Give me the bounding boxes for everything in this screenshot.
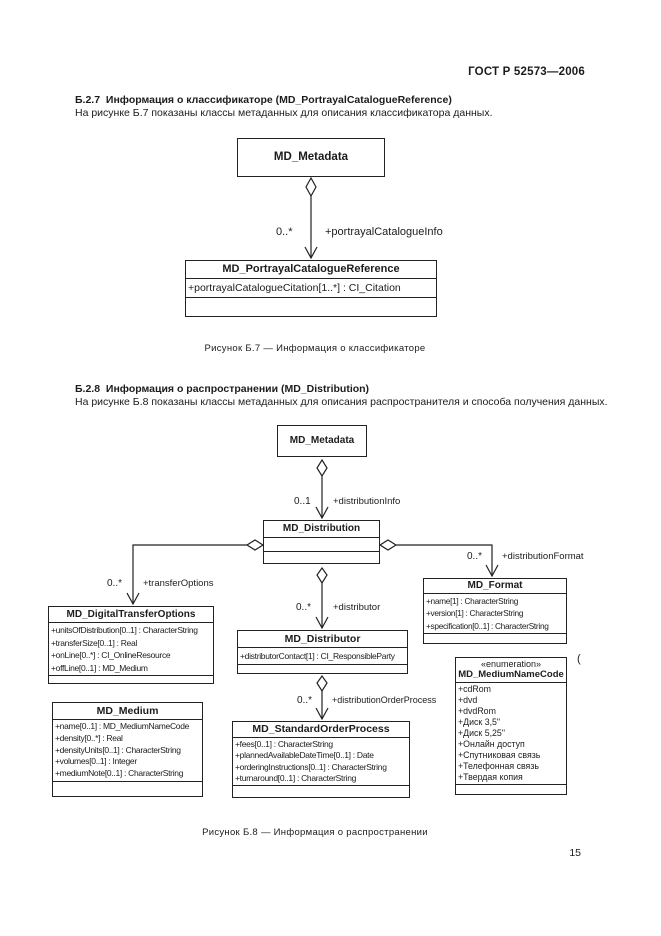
uml-class-title: MD_MediumNameCode (458, 669, 564, 680)
uml-enum-values-compartment: +cdRom+dvd+dvdRom+Диск 3,5"+Диск 5,25"+О… (456, 682, 566, 784)
uml-attribute: +Диск 3,5" (458, 717, 501, 727)
uml-class-md-format: MD_Format +name[1] : CharacterString +ver… (423, 578, 567, 644)
scan-artifact: ( (577, 653, 581, 665)
uml-attributes-compartment: +name[1] : CharacterString +version[1] : … (424, 593, 566, 633)
uml-empty-compartment (264, 551, 379, 563)
uml-attribute: +transferSize[0..1] : Real (51, 637, 137, 648)
uml-attribute: +mediumNote[0..1] : CharacterString (55, 768, 184, 779)
uml-attribute: +orderingInstructions[0..1] : CharacterS… (235, 761, 387, 772)
section-heading-b27: Б.2.7 Информация о классификаторе (MD_Po… (75, 94, 452, 106)
aggregation-portrayal-catalogue-info (304, 176, 318, 260)
uml-attribute: +Твердая копия (458, 772, 523, 782)
association-role-label: +distributionInfo (333, 496, 401, 507)
uml-attribute: +version[1] : CharacterString (426, 608, 524, 619)
aggregation-distributor (315, 566, 329, 630)
uml-attribute: +fees[0..1] : CharacterString (235, 739, 333, 749)
uml-attribute: +cdRom (458, 684, 492, 694)
uml-enumeration-md-medium-name-code: «enumeration» MD_MediumNameCode +cdRom+d… (455, 657, 567, 795)
uml-class-md-digital-transfer-options: MD_DigitalTransferOptions +unitsOfDistri… (48, 606, 214, 684)
aggregation-distribution-info (315, 458, 329, 520)
uml-class-md-medium: MD_Medium +name[0..1] : MD_MediumNameCod… (52, 702, 203, 797)
uml-empty-compartment (233, 785, 409, 797)
uml-class-md-metadata-b7: MD_Metadata (237, 138, 385, 177)
uml-stereotype-label: «enumeration» (480, 659, 542, 669)
uml-attribute: +Онлайн доступ (458, 739, 525, 749)
uml-attribute: +density[0..*] : Real (55, 732, 123, 743)
aggregation-transfer-options (126, 539, 265, 606)
figure-caption-b7: Рисунок Б.7 — Информация о классификатор… (204, 343, 426, 354)
section-body-b28: На рисунке Б.8 показаны классы метаданны… (75, 396, 608, 408)
uml-class-title: MD_DigitalTransferOptions (66, 609, 196, 620)
uml-class-md-metadata-b8: MD_Metadata (277, 425, 367, 457)
uml-class-title: MD_Format (467, 580, 523, 591)
uml-attribute: +distributorContact[1] : CI_ResponsibleP… (240, 651, 395, 661)
uml-empty-compartment (53, 780, 202, 796)
figure-caption-b8: Рисунок Б.8 — Информация о распространен… (202, 827, 428, 838)
uml-class-md-standard-order-process: MD_StandardOrderProcess +fees[0..1] : Ch… (232, 721, 410, 799)
uml-empty-compartment (238, 664, 407, 673)
uml-attributes-compartment: +unitsOfDistribution[0..1] : CharacterSt… (49, 622, 213, 675)
uml-attributes-compartment: +fees[0..1] : CharacterString+plannedAva… (233, 737, 409, 785)
uml-attribute: +turnaround[0..1] : CharacterString (235, 772, 357, 783)
uml-attribute: +Диск 5,25" (458, 728, 505, 738)
uml-attribute: +name[0..1] : MD_MediumNameCode (55, 721, 190, 731)
uml-attribute: +unitsOfDistribution[0..1] : CharacterSt… (51, 625, 198, 635)
page-number: 15 (569, 847, 581, 859)
uml-attribute: +onLine[0..*] : CI_OnlineResource (51, 650, 171, 660)
uml-class-title: MD_Distribution (282, 523, 361, 534)
multiplicity-label: 0..* (107, 578, 123, 589)
association-role-label: +distributor (333, 602, 381, 613)
uml-attribute: +offLine[0..1] : MD_Medium (51, 662, 148, 673)
uml-attribute: +dvdRom (458, 706, 496, 716)
uml-empty-compartment (186, 297, 436, 316)
association-role-label: +distributionFormat (502, 551, 584, 562)
association-role-label: +portrayalCatalogueInfo (325, 226, 443, 238)
section-body-b27: На рисунке Б.7 показаны классы метаданны… (75, 107, 493, 119)
aggregation-distribution-order-process (315, 674, 329, 721)
multiplicity-label: 0..* (276, 226, 293, 238)
multiplicity-label: 0..* (297, 695, 313, 706)
multiplicity-label: 0..* (467, 551, 483, 562)
uml-class-title: MD_Medium (96, 705, 159, 717)
uml-attribute: +volumes[0..1] : Integer (55, 756, 137, 767)
uml-class-title: MD_Distributor (284, 633, 361, 645)
uml-attribute: +Телефонная связь (458, 761, 539, 771)
uml-attribute: +portrayalCatalogueCitation[1..*] : CI_C… (188, 282, 401, 294)
uml-empty-compartment (456, 784, 566, 794)
multiplicity-label: 0..* (296, 602, 312, 613)
running-header: ГОСТ Р 52573—2006 (468, 66, 585, 78)
association-role-label: +distributionOrderProcess (332, 695, 437, 705)
uml-class-md-distribution: MD_Distribution (263, 520, 380, 564)
uml-class-title: MD_StandardOrderProcess (252, 723, 390, 735)
uml-empty-compartment (264, 537, 379, 551)
uml-empty-compartment (49, 675, 213, 683)
uml-class-md-distributor: MD_Distributor +distributorContact[1] : … (237, 630, 408, 674)
uml-class-md-portrayal-catalogue-reference: MD_PortrayalCatalogueReference +portraya… (185, 260, 437, 317)
uml-attributes-compartment: +distributorContact[1] : CI_ResponsibleP… (238, 647, 407, 664)
uml-attributes-compartment: +portrayalCatalogueCitation[1..*] : CI_C… (186, 278, 436, 297)
association-role-label: +transferOptions (143, 578, 214, 589)
uml-attribute: +plannedAvailableDateTime[0..1] : Date (235, 750, 374, 761)
uml-attribute: +densityUnits[0..1] : CharacterString (55, 744, 181, 755)
uml-attribute: +specification[0..1] : CharacterString (426, 620, 549, 631)
multiplicity-label: 0..1 (294, 496, 311, 507)
uml-attributes-compartment: +name[0..1] : MD_MediumNameCode+density[… (53, 719, 202, 781)
uml-empty-compartment (424, 632, 566, 643)
uml-class-title: MD_Metadata (273, 151, 349, 163)
uml-attribute: +name[1] : CharacterString (426, 596, 519, 606)
uml-class-title: MD_Metadata (289, 435, 355, 446)
uml-attribute: +dvd (458, 695, 478, 705)
section-heading-b28: Б.2.8 Информация о распространении (MD_D… (75, 383, 370, 395)
uml-class-title: MD_PortrayalCatalogueReference (222, 263, 400, 275)
uml-attribute: +Спутниковая связь (458, 750, 541, 760)
